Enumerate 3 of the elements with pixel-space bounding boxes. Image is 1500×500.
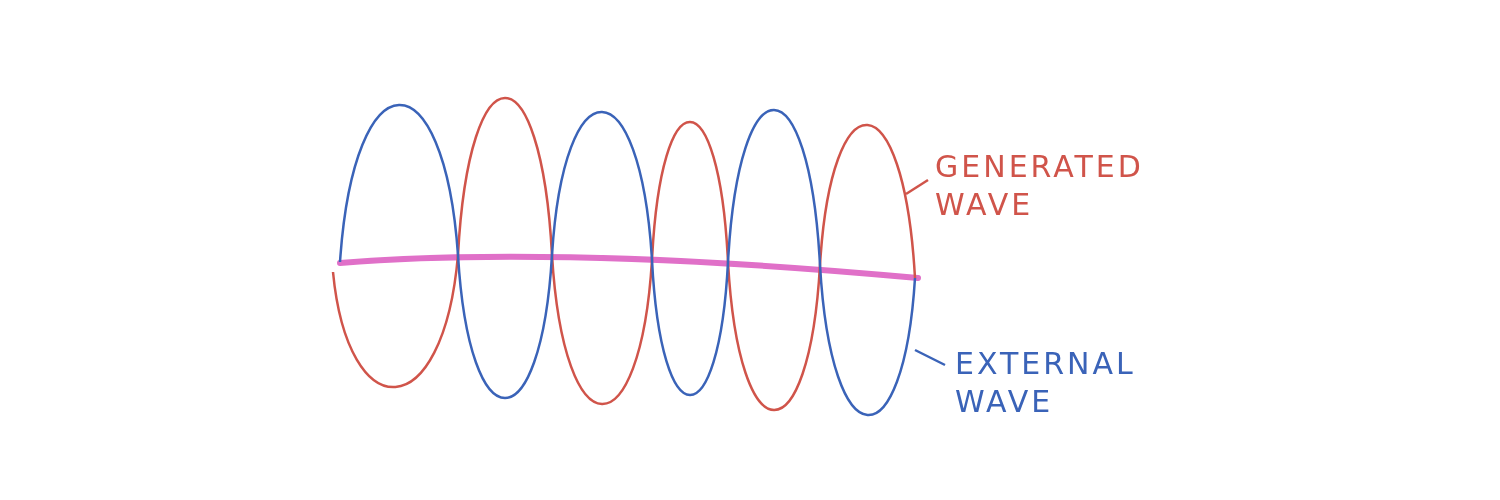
wave-label: EXTERNAL WAVE — [955, 345, 1155, 421]
leader-line — [905, 178, 929, 196]
leader-line — [914, 348, 946, 367]
